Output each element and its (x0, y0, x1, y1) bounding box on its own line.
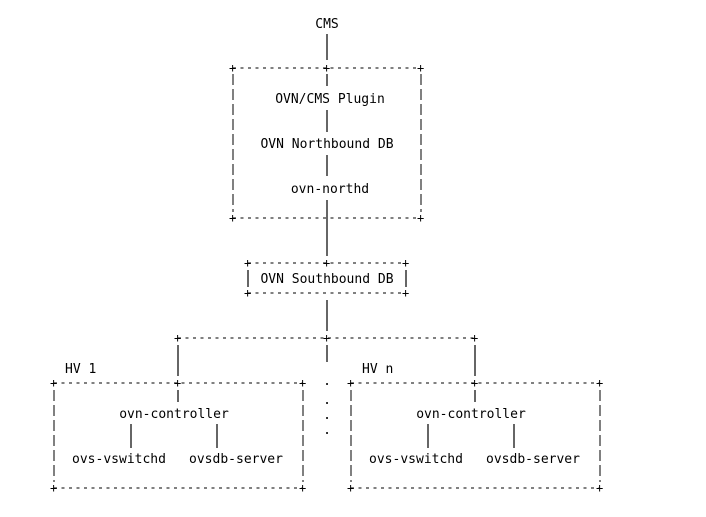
svg-text:.: . (323, 374, 331, 389)
svg-text:+: + (323, 61, 330, 75)
hv1-ovn-controller-label: ovn-controller (119, 407, 229, 422)
svg-text:.: . (323, 408, 331, 423)
svg-text:+: + (50, 481, 57, 495)
svg-text:.: . (323, 393, 331, 408)
svg-text:+: + (417, 211, 424, 225)
ovn-northd-label: ovn-northd (291, 182, 369, 197)
svg-text:+: + (323, 256, 330, 270)
cms-label: CMS (315, 17, 338, 32)
ovn-southbound-db-label: OVN Southbound DB (260, 272, 393, 287)
hvn-label: HV n (362, 362, 393, 377)
svg-text:+: + (471, 331, 478, 345)
hvn-ovsdb-server-label: ovsdb-server (486, 452, 580, 467)
svg-text:+: + (596, 481, 603, 495)
svg-text:+: + (471, 376, 478, 390)
svg-text:+: + (174, 376, 181, 390)
svg-text:+: + (299, 376, 306, 390)
svg-text:+: + (299, 481, 306, 495)
svg-text:.: . (323, 423, 331, 438)
hvn-ovn-controller-label: ovn-controller (416, 407, 526, 422)
ovn-northbound-db-label: OVN Northbound DB (260, 137, 393, 152)
svg-text:+: + (596, 376, 603, 390)
hv1-label: HV 1 (65, 362, 96, 377)
hv1-ovs-vswitchd-label: ovs-vswitchd (72, 452, 166, 467)
svg-text:+: + (347, 376, 354, 390)
svg-text:+: + (244, 286, 251, 300)
svg-text:+: + (229, 61, 236, 75)
hvn-box: + + + + + (347, 376, 603, 495)
svg-text:+: + (347, 481, 354, 495)
hv1-ovsdb-server-label: ovsdb-server (189, 452, 283, 467)
svg-text:+: + (229, 211, 236, 225)
svg-text:+: + (402, 256, 409, 270)
hv-ellipsis: . . . . (323, 374, 331, 438)
southbound-box: + + + + + (244, 256, 409, 300)
svg-text:+: + (417, 61, 424, 75)
svg-text:+: + (402, 286, 409, 300)
svg-text:+: + (174, 331, 181, 345)
hvn-ovs-vswitchd-label: ovs-vswitchd (369, 452, 463, 467)
ovn-cms-plugin-label: OVN/CMS Plugin (275, 92, 385, 107)
svg-text:+: + (244, 256, 251, 270)
northbound-box: + + + + + (229, 61, 424, 225)
hv-distribution-bar: + + + (174, 331, 478, 376)
hv1-box: + + + + + (50, 376, 306, 495)
svg-text:+: + (323, 331, 330, 345)
svg-text:+: + (50, 376, 57, 390)
